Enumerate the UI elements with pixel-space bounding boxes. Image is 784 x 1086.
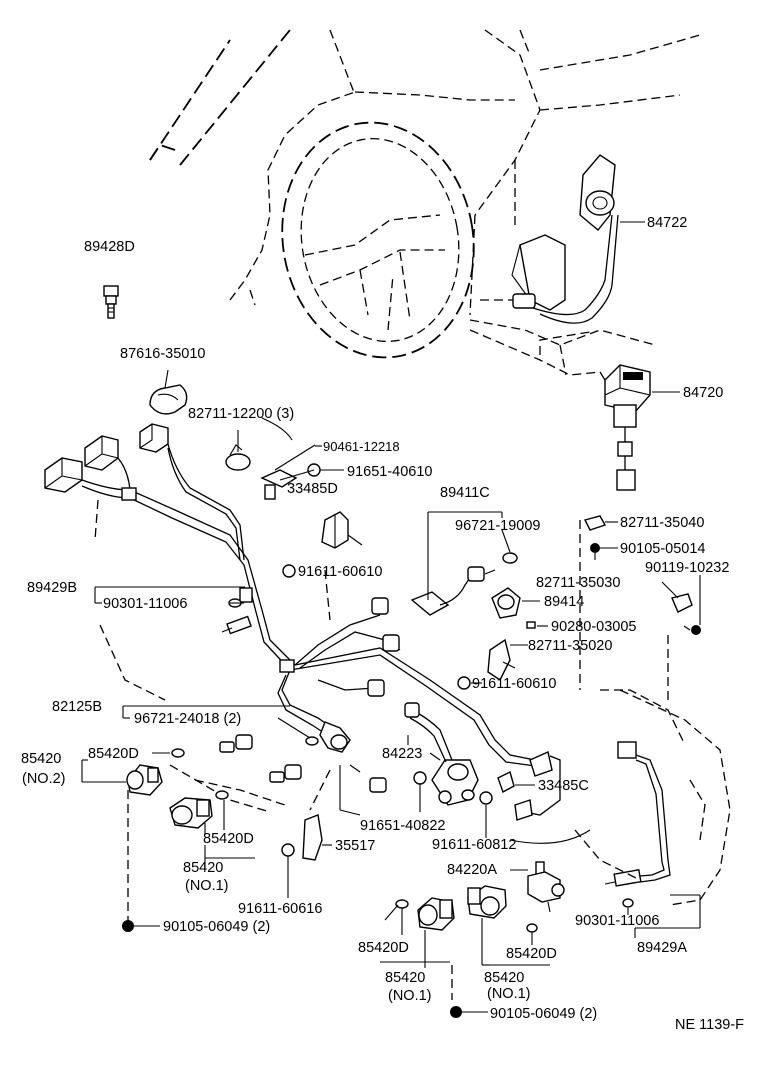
bracket-35517 [302,814,323,861]
bracket-33485D [321,511,363,549]
figure-reference: NE 1139-F [675,1017,744,1033]
connector-left-b [84,435,119,471]
label-91651-40822: 91651-40822 [360,818,445,834]
label-89411C: 89411C [440,485,490,501]
steering-column [469,299,656,381]
sensor-89411C [410,566,496,616]
label-90105-05014: 90105-05014 [620,541,705,557]
label-91611-60812: 91611-60812 [432,837,516,853]
steering-wheel [281,121,475,359]
bolt-89428D [103,285,119,319]
solenoid-85420-no1-center [395,897,455,931]
sensor-89429B [221,598,252,635]
connector-left-c [139,423,169,453]
label-85420-no1-right: 85420 [484,970,524,986]
label-82711-35040: 82711-35040 [620,515,704,531]
label-84223: 84223 [382,746,422,762]
label-85420-no2: 85420 [21,751,61,767]
label-87616-35010: 87616-35010 [120,346,205,362]
label-85420D-c: 85420D [358,940,409,956]
label-85420-no2-qualifier: (NO.2) [22,771,66,787]
solenoid-85420-no2 [126,748,185,796]
label-84722: 84722 [647,215,687,231]
oring-96721-19009 [502,552,518,564]
label-90119-10232: 90119-10232 [645,560,729,576]
label-84220A: 84220A [447,862,497,878]
label-90301-11006-b: 90301-11006 [103,596,187,612]
label-82711-12200: 82711-12200 (3) [188,406,294,422]
sensor-89429A [604,741,671,908]
label-91611-60610-a: 91611-60610 [298,564,382,580]
leader-lines [81,430,701,966]
label-89429A: 89429A [637,940,687,956]
bolt-90105-06049-center [450,1006,488,1018]
label-91611-60610-b: 91611-60610 [472,676,556,692]
switch-84720 [604,364,680,491]
label-82711-35030: 82711-35030 [536,575,620,591]
connector-left-a [44,457,83,493]
label-33485D: 33485D [287,481,338,497]
label-90280-03005: 90280-03005 [551,619,636,635]
label-84720: 84720 [683,385,723,401]
sensor-84220A [527,861,565,913]
label-90105-06049-b: 90105-06049 (2) [490,1006,597,1022]
bracket-33485C [497,751,561,821]
label-brackets [204,857,550,968]
label-85420-no1-center-qualifier: (NO.1) [388,988,432,1004]
transmission-outline [574,689,731,906]
clip-82711-12200 [225,417,293,471]
label-91611-60616: 91611-60616 [238,901,322,917]
label-35517: 35517 [335,838,375,854]
sensor-84223 [404,702,479,806]
label-82711-35020: 82711-35020 [528,638,612,654]
part-labels: 89428D 87616-35010 82711-12200 (3) 90461… [21,215,744,1033]
label-85420-no1-left-qualifier: (NO.1) [185,878,229,894]
label-85420D-d: 85420D [506,946,557,962]
label-90461-12218: 90461-12218 [323,439,400,454]
sensor-89414 [491,587,521,619]
solenoid-85420-no1-right [467,885,538,933]
harness-connectors [319,597,400,753]
label-82125B: 82125B [52,699,102,715]
label-90105-06049-a: 90105-06049 (2) [163,919,270,935]
bracket-90461 [260,444,316,500]
cabin-outline [149,29,701,316]
label-85420-no1-center: 85420 [385,970,425,986]
label-89414: 89414 [544,594,584,610]
plugs-96721 [219,734,387,793]
label-90301-11006-a: 90301-11006 [575,913,659,929]
label-96721-19009: 96721-19009 [455,518,540,534]
label-85420-no1-right-qualifier: (NO.1) [487,986,531,1002]
small-parts-right [487,515,701,682]
clamp-87616 [149,369,188,415]
bolt-90105-06049-left [122,920,160,932]
solenoid-85420-no1-left [169,790,229,829]
label-85420D-b: 85420D [203,831,254,847]
label-89429B: 89429B [27,580,77,596]
label-96721-24018: 96721-24018 (2) [134,711,241,727]
label-91651-40610: 91651-40610 [347,464,432,480]
label-85420D-a: 85420D [88,746,139,762]
label-89428D: 89428D [84,239,135,255]
switch-84722 [511,154,645,324]
leader-dashes [94,499,686,1000]
label-85420-no1-left: 85420 [183,860,223,876]
label-33485C: 33485C [538,778,589,794]
